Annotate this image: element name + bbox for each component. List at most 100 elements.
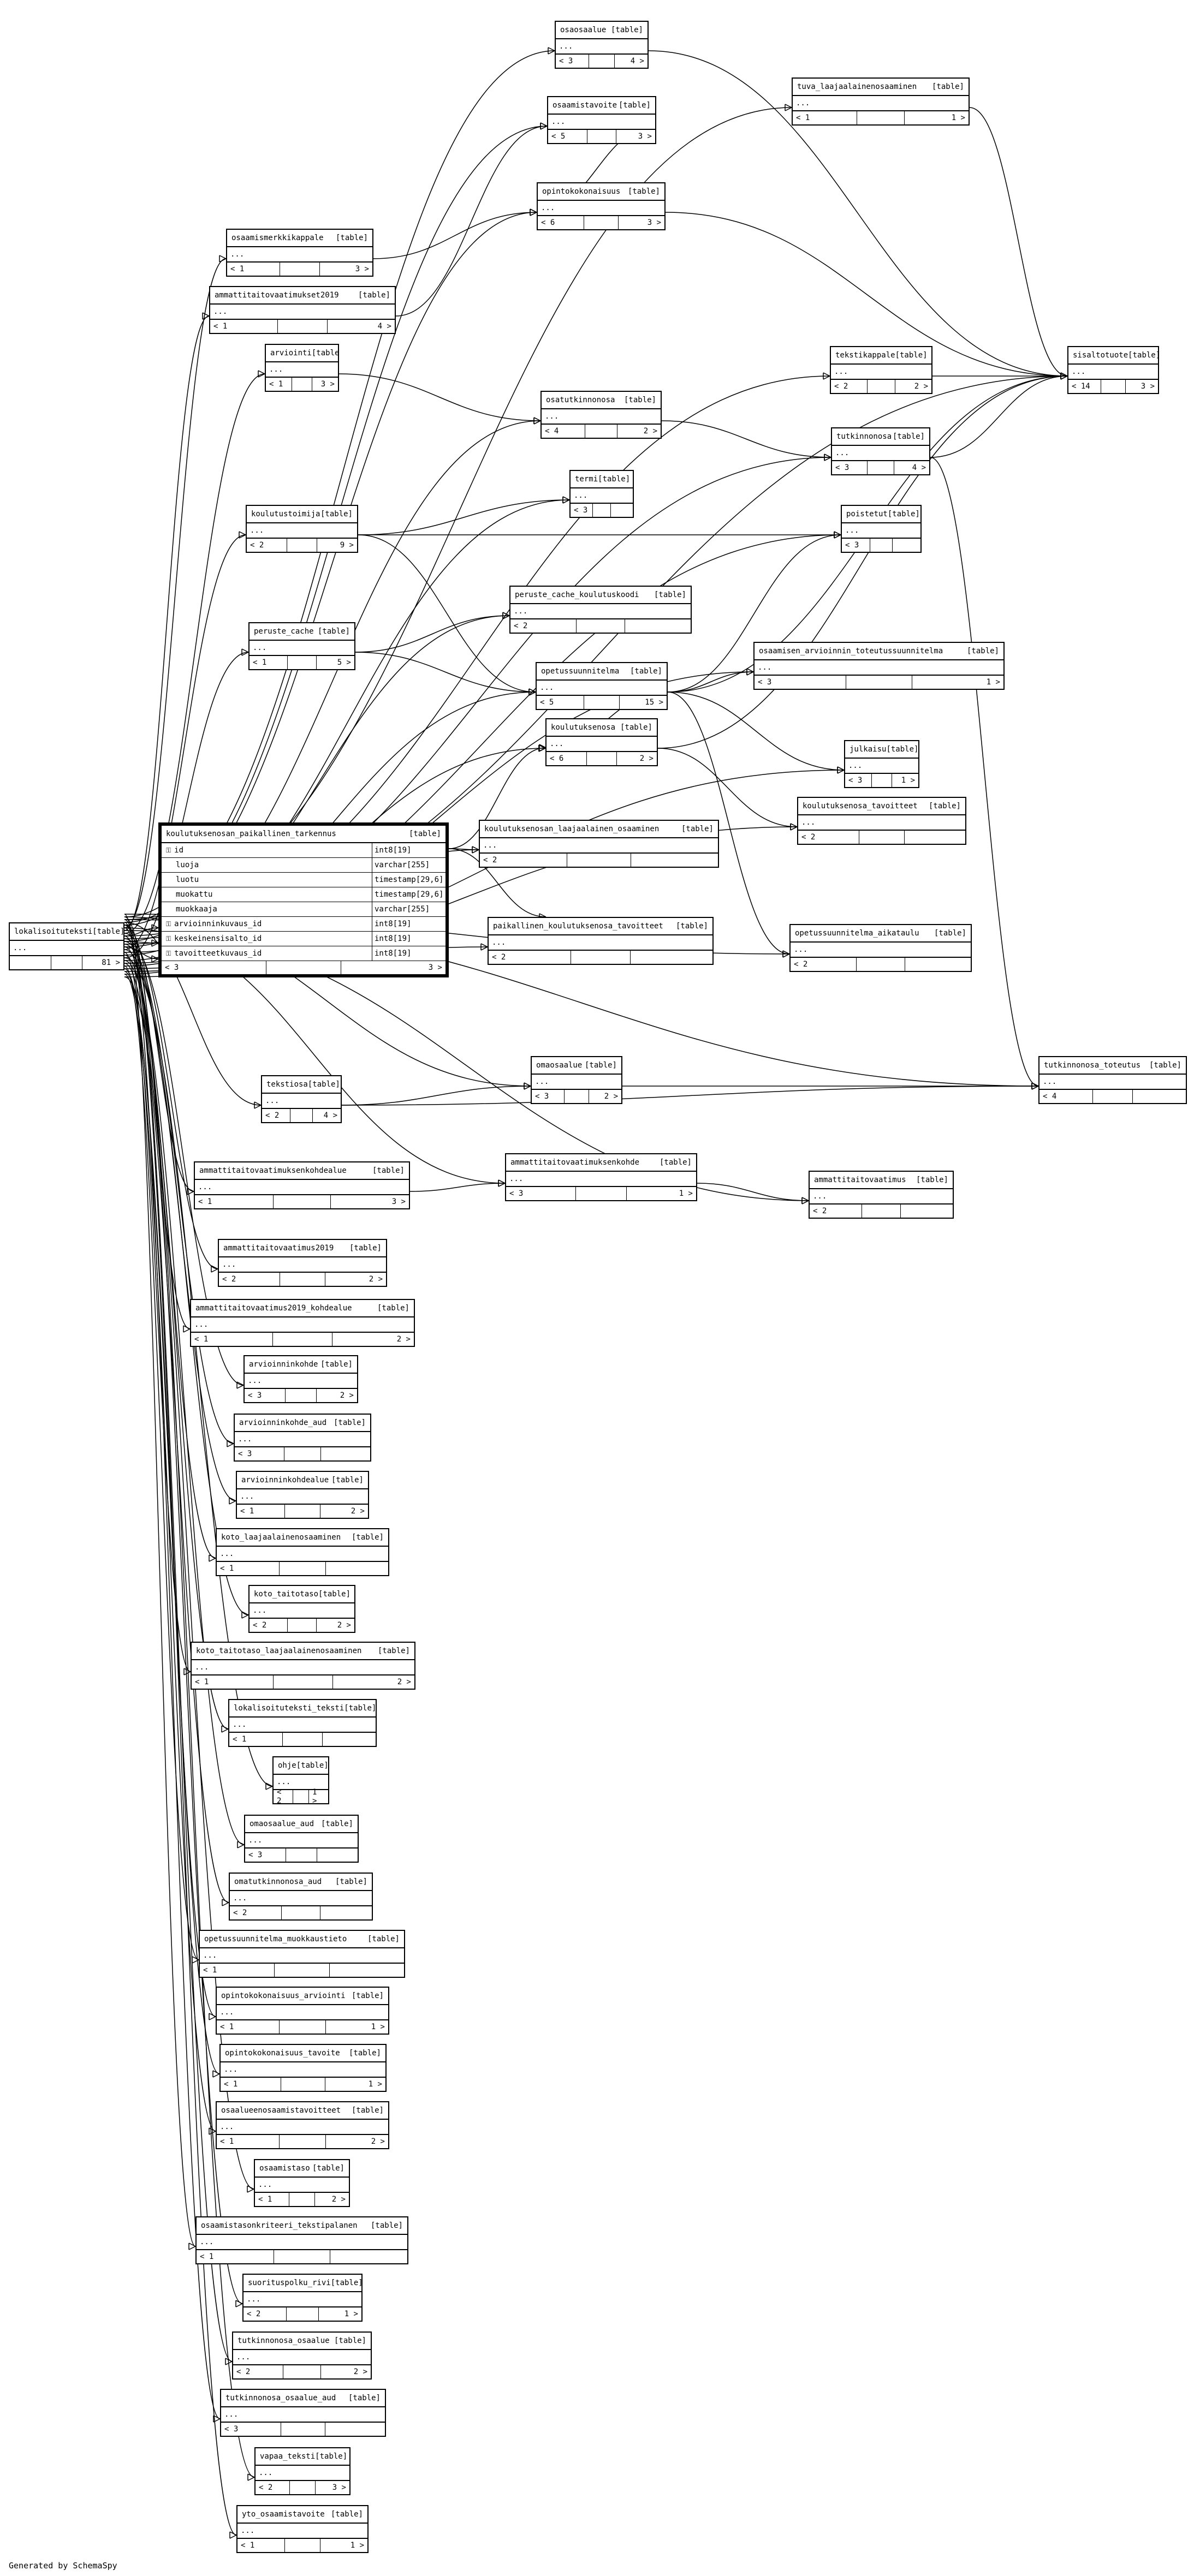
table-arvioinninkohde-aud[interactable]: arvioinninkohde_aud[table]...< 3 — [234, 1414, 371, 1462]
table-header[interactable]: omaosaalue_aud[table] — [245, 1816, 358, 1833]
table-name[interactable]: vapaa_teksti — [260, 2452, 316, 2461]
table-header[interactable]: ammattitaitovaatimukset2019[table] — [210, 287, 395, 305]
table-koulutuksenosa-tavoitteet[interactable]: koulutuksenosa_tavoitteet[table]...< 2 — [797, 797, 966, 845]
table-header[interactable]: omatutkinnonosa_aud[table] — [230, 1874, 372, 1891]
children-count[interactable] — [330, 1964, 404, 1977]
parents-count[interactable]: < 2 — [810, 1204, 862, 1218]
parents-count[interactable]: < 3 — [245, 1389, 286, 1402]
children-count[interactable]: 1 > — [901, 776, 916, 785]
parents-count[interactable]: < 3 — [556, 55, 590, 68]
children-count[interactable]: 2 > — [340, 1391, 354, 1400]
parents-count[interactable]: < 1 — [237, 1505, 285, 1518]
children-count[interactable]: 2 > — [353, 2368, 368, 2376]
table-header[interactable]: koto_laajaalainenosaaminen[table] — [217, 1529, 388, 1547]
parents-count[interactable]: < 1 — [217, 2135, 280, 2148]
table-peruste-cache-koulutuskoodi[interactable]: peruste_cache_koulutuskoodi[table]...< 2 — [509, 586, 692, 634]
table-name[interactable]: sisaltotuote — [1073, 351, 1128, 360]
table-header[interactable]: ammattitaitovaatimus2019[table] — [219, 1240, 386, 1257]
table-header[interactable]: omaosaalue[table] — [532, 1057, 621, 1075]
table-name[interactable]: ammattitaitovaatimus2019_kohdealue — [195, 1304, 352, 1313]
table-name[interactable]: koulutustoimija — [251, 510, 320, 518]
table-name[interactable]: koulutuksenosan_laajaalainen_osaaminen — [484, 825, 660, 833]
table-ammattitaitovaatimus2019-kohdealue[interactable]: ammattitaitovaatimus2019_kohdealue[table… — [190, 1299, 415, 1347]
parents-count[interactable]: < 1 — [250, 656, 288, 669]
table-lokalisoituteksti-teksti[interactable]: lokalisoituteksti_teksti[table]...< 1 — [228, 1699, 377, 1747]
parents-count[interactable]: < 1 — [221, 2078, 281, 2091]
table-header[interactable]: opetussuunnitelma_aikataulu[table] — [791, 925, 971, 943]
table-header[interactable]: peruste_cache[table] — [250, 623, 354, 641]
table-header[interactable]: julkaisu[table] — [845, 741, 918, 759]
children-count[interactable] — [893, 539, 920, 552]
children-count[interactable]: 2 > — [604, 1092, 619, 1101]
parents-count[interactable]: < 2 — [219, 1273, 281, 1286]
table-name[interactable]: arvioinninkohde_aud — [239, 1418, 327, 1427]
children-count[interactable]: 3 > — [647, 218, 662, 227]
table-header[interactable]: paikallinen_koulutuksenosa_tavoitteet[ta… — [489, 918, 712, 935]
table-header[interactable]: lokalisoituteksti[table] — [10, 923, 123, 941]
table-koto-taitotaso-laajaalainenosaaminen[interactable]: koto_taitotaso_laajaalainenosaaminen[tab… — [191, 1642, 415, 1690]
table-ammattitaitovaatimuksenkohdealue[interactable]: ammattitaitovaatimuksenkohdealue[table].… — [194, 1161, 410, 1209]
parents-count[interactable]: < 3 — [832, 461, 868, 474]
children-count[interactable]: 3 > — [638, 132, 652, 141]
children-count[interactable]: 15 > — [645, 698, 664, 707]
table-name[interactable]: ammattitaitovaatimuksenkohde — [510, 1158, 640, 1167]
children-count[interactable]: 1 > — [368, 2080, 382, 2089]
parents-count[interactable]: < 1 — [227, 263, 281, 276]
focus-table-name[interactable]: koulutuksenosan_paikallinen_tarkennus — [166, 830, 336, 838]
table-header[interactable]: arviointi[table] — [266, 345, 338, 362]
table-name[interactable]: osaamisen_arvioinnin_toteutussuunnitelma — [759, 647, 943, 655]
children-count[interactable]: 2 > — [369, 1275, 383, 1284]
table-header[interactable]: koulutuksenosa[table] — [546, 719, 657, 737]
children-count[interactable]: 1 > — [371, 2023, 385, 2031]
table-name[interactable]: osatutkinnonosa — [546, 396, 615, 404]
table-header[interactable]: arvioinninkohde_aud[table] — [235, 1415, 370, 1432]
table-arviointi[interactable]: arviointi[table]...< 13 > — [265, 344, 339, 392]
table-header[interactable]: tutkinnonosa_osaalue_aud[table] — [221, 2390, 385, 2407]
table-name[interactable]: opetussuunnitelma — [541, 667, 620, 676]
parents-count[interactable]: < 1 — [192, 1675, 274, 1689]
table-header[interactable]: arvioinninkohdealue[table] — [237, 1472, 368, 1489]
children-count[interactable]: 4 > — [912, 463, 926, 472]
table-header[interactable]: tekstikappale[table] — [831, 347, 931, 365]
table-name[interactable]: osaamistavoite — [553, 101, 617, 110]
table-name[interactable]: paikallinen_koulutuksenosa_tavoitteet — [493, 922, 663, 931]
table-header[interactable]: tutkinnonosa_osaalue[table] — [233, 2333, 371, 2350]
parents-count[interactable]: < 2 — [250, 1619, 288, 1632]
children-count[interactable] — [905, 831, 965, 844]
children-count[interactable] — [320, 1906, 372, 1919]
parents-count[interactable]: < 2 — [510, 619, 577, 633]
parents-count[interactable]: < 3 — [221, 2423, 282, 2436]
children-count[interactable]: 4 > — [323, 1111, 338, 1120]
table-name[interactable]: opetussuunnitelma_muokkaustieto — [204, 1935, 347, 1943]
table-name[interactable]: koulutuksenosa_tavoitteet — [803, 802, 918, 810]
table-header[interactable]: osaamistaso[table] — [255, 2160, 349, 2178]
table-termi[interactable]: termi[table]...< 3 — [569, 470, 634, 518]
table-header[interactable]: opintokokonaisuus[table] — [538, 183, 664, 201]
children-count[interactable] — [323, 1733, 376, 1746]
children-count[interactable] — [625, 619, 691, 633]
table-name[interactable]: osaosaalue — [560, 26, 607, 34]
parents-count[interactable]: < 1 — [793, 111, 858, 124]
table-name[interactable]: lokalisoituteksti — [14, 927, 93, 936]
parents-count[interactable]: < 2 — [791, 958, 857, 971]
table-ammattitaitovaatimukset2019[interactable]: ammattitaitovaatimukset2019[table]...< 1… — [209, 286, 396, 334]
table-header[interactable]: koto_taitotaso_laajaalainenosaaminen[tab… — [192, 1643, 414, 1660]
table-name[interactable]: koulutuksenosa — [551, 723, 616, 732]
table-name[interactable]: tekstikappale — [835, 351, 895, 360]
children-count[interactable]: 1 > — [350, 2541, 365, 2550]
parents-count[interactable]: < 1 — [210, 320, 278, 333]
table-header[interactable]: koulutuksenosa_tavoitteet[table] — [798, 798, 965, 815]
parents-count[interactable]: < 2 — [243, 2307, 287, 2321]
children-count[interactable] — [901, 1204, 953, 1218]
parents-count[interactable]: < 2 — [274, 1788, 293, 1805]
table-header[interactable]: osaamistavoite[table] — [548, 97, 655, 115]
